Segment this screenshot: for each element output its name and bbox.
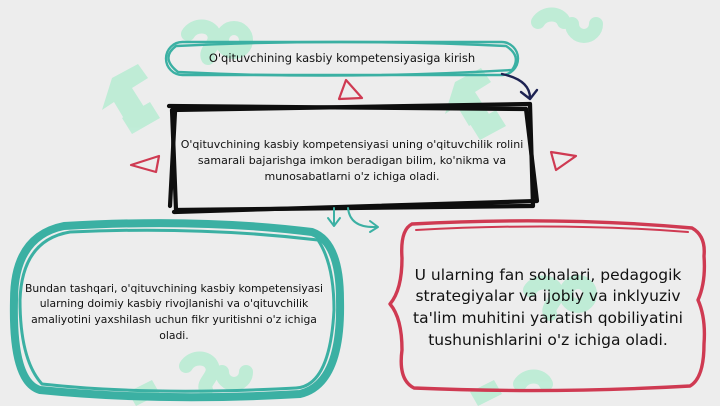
intro-pill-outline xyxy=(164,40,520,77)
main-box-outline xyxy=(166,101,540,215)
main-definition-text: O'qituvchining kasbiy kompetensiyasi uni… xyxy=(180,138,524,183)
watermark xyxy=(102,7,603,406)
left-detail-text: Bundan tashqari, o'qituvchining kasbiy k… xyxy=(24,281,323,342)
decorative-triangles xyxy=(129,78,578,174)
intro-to-main-arrow xyxy=(500,72,539,101)
left-box-outline xyxy=(9,219,345,402)
right-detail-text: U ularning fan sohalari, pedagogik strat… xyxy=(413,265,683,349)
main-to-details-arrows xyxy=(327,207,379,233)
intro-label: O'qituvchining kasbiy kompetensiyasiga k… xyxy=(208,51,476,65)
right-box-outline xyxy=(388,219,707,393)
